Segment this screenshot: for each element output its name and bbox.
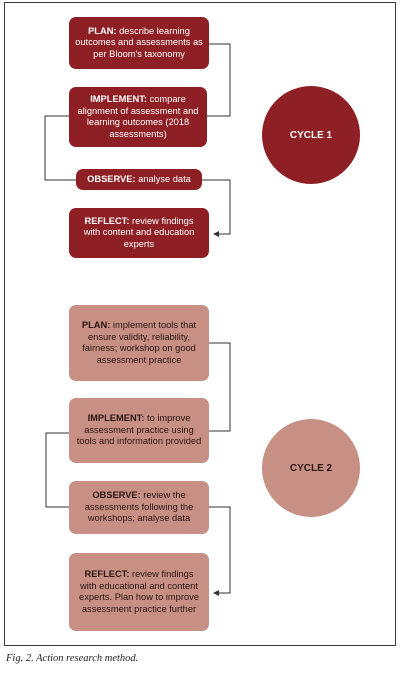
cycle1-observe-box: OBSERVE: analyse data — [76, 169, 202, 190]
cycle2-reflect-box: REFLECT: review findings with educationa… — [69, 553, 209, 631]
connector-c1-plan-implement — [207, 43, 231, 117]
cycle1-circle: CYCLE 1 — [262, 86, 360, 184]
cycle2-implement-text: IMPLEMENT: to improve assessment practic… — [75, 413, 203, 448]
cycle1-reflect-key: REFLECT: — [84, 215, 130, 226]
cycle1-label: CYCLE 1 — [289, 129, 333, 141]
cycle2-implement-box: IMPLEMENT: to improve assessment practic… — [69, 398, 209, 463]
cycle1-implement-desc: compare alignment of assessment and lear… — [77, 94, 199, 139]
connector-c2-plan-implement — [209, 342, 231, 432]
cycle1-observe-desc: analyse data — [135, 173, 191, 184]
cycle2-observe-desc: review the assessments following the wor… — [84, 490, 194, 524]
cycle1-observe-text: OBSERVE: analyse data — [87, 174, 191, 186]
cycle1-reflect-box: REFLECT: review findings with content an… — [69, 208, 209, 258]
figure-frame — [4, 2, 396, 646]
cycle2-observe-key: OBSERVE: — [92, 490, 141, 501]
cycle2-reflect-desc: review findings with educational and con… — [79, 569, 199, 614]
cycle1-reflect-text: REFLECT: review findings with content an… — [75, 216, 203, 251]
cycle2-plan-text: PLAN: implement tools that ensure validi… — [75, 320, 203, 366]
cycle2-plan-desc: implement tools that ensure validity, re… — [82, 320, 197, 365]
cycle2-implement-desc: to improve assessment practice using too… — [76, 413, 202, 447]
cycle2-circle: CYCLE 2 — [262, 419, 360, 517]
cycle2-plan-key: PLAN: — [81, 320, 111, 330]
cycle2-observe-box: OBSERVE: review the assessments followin… — [69, 481, 209, 534]
cycle2-reflect-text: REFLECT: review findings with educationa… — [75, 569, 203, 615]
cycle1-implement-text: IMPLEMENT: compare alignment of assessme… — [75, 94, 201, 140]
cycle1-plan-key: PLAN: — [88, 25, 117, 36]
cycle1-reflect-desc: review findings with content and educati… — [83, 215, 195, 249]
connector-c2-observe-reflect — [209, 506, 231, 596]
cycle2-implement-key: IMPLEMENT: — [87, 413, 145, 424]
connector-c1-observe-reflect — [202, 179, 231, 237]
cycle1-observe-key: OBSERVE: — [87, 173, 136, 184]
cycle2-reflect-key: REFLECT: — [84, 569, 130, 579]
cycle2-observe-text: OBSERVE: review the assessments followin… — [75, 490, 203, 525]
cycle2-plan-box: PLAN: implement tools that ensure validi… — [69, 305, 209, 381]
connector-c1-implement-observe — [44, 115, 76, 181]
connector-c2-implement-observe — [45, 432, 69, 508]
cycle1-implement-key: IMPLEMENT: — [90, 94, 148, 104]
cycle1-plan-text: PLAN: describe learning outcomes and ass… — [75, 26, 203, 61]
cycle1-plan-box: PLAN: describe learning outcomes and ass… — [69, 17, 209, 69]
cycle2-label: CYCLE 2 — [289, 462, 333, 474]
cycle1-implement-box: IMPLEMENT: compare alignment of assessme… — [69, 87, 207, 147]
cycle1-plan-desc: describe learning outcomes and assessmen… — [75, 25, 203, 59]
figure-caption: Fig. 2. Action research method. — [6, 653, 139, 664]
